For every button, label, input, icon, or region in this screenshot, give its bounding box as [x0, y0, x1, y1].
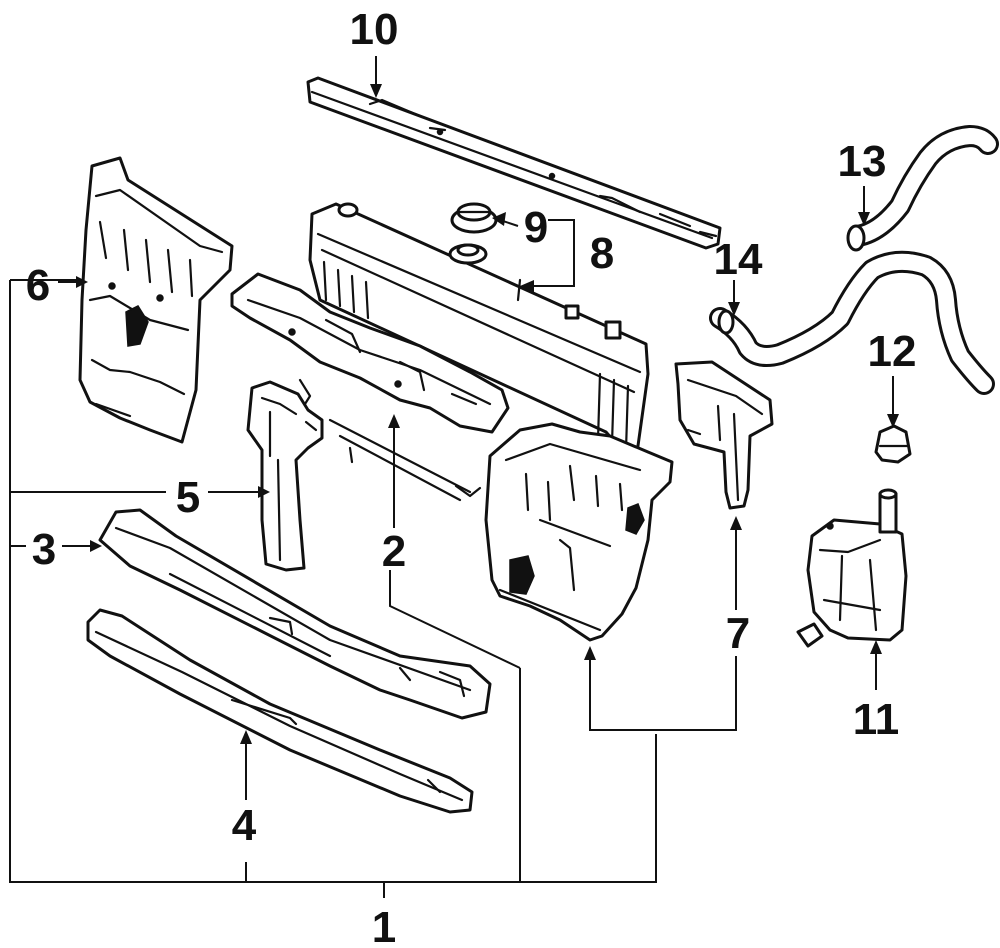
callout-14: 14: [714, 235, 763, 284]
right-side-panel-part: [484, 422, 674, 642]
lower-splash-guide-part: [86, 608, 474, 814]
callout-1: 1: [372, 903, 396, 948]
radiator-cap-part: [450, 202, 498, 234]
callout-10: 10: [350, 5, 399, 54]
callout-12: 12: [868, 327, 917, 376]
callout-9: 9: [524, 203, 548, 252]
lower-tie-bar-part: [98, 508, 492, 720]
reservoir-cap-part: [874, 424, 912, 464]
callout-2: 2: [382, 527, 406, 576]
callout-8: 8: [590, 229, 614, 278]
left-side-panel-part: [78, 156, 234, 444]
callout-4: 4: [232, 801, 257, 850]
coolant-reservoir-part: [796, 488, 908, 648]
callout-6: 6: [26, 261, 50, 310]
lower-radiator-hose-part: [709, 250, 995, 395]
callout-labels: 1 2 3 4 5 6 7 8 9 10 11 12 13 14: [26, 5, 917, 948]
leader-lines: [9, 56, 894, 898]
radiator-part: [308, 202, 650, 462]
left-support-bracket-part: [246, 380, 324, 572]
upper-support-part: [230, 272, 510, 502]
arrowheads: [76, 84, 899, 744]
callout-11: 11: [853, 695, 900, 744]
upper-tie-bar-part: [306, 76, 722, 250]
callout-5: 5: [176, 473, 200, 522]
callout-3: 3: [32, 525, 56, 574]
callout-13: 13: [838, 137, 887, 186]
callout-7: 7: [726, 609, 750, 658]
right-side-bracket-part: [674, 360, 774, 510]
upper-radiator-hose-part: [846, 125, 999, 252]
